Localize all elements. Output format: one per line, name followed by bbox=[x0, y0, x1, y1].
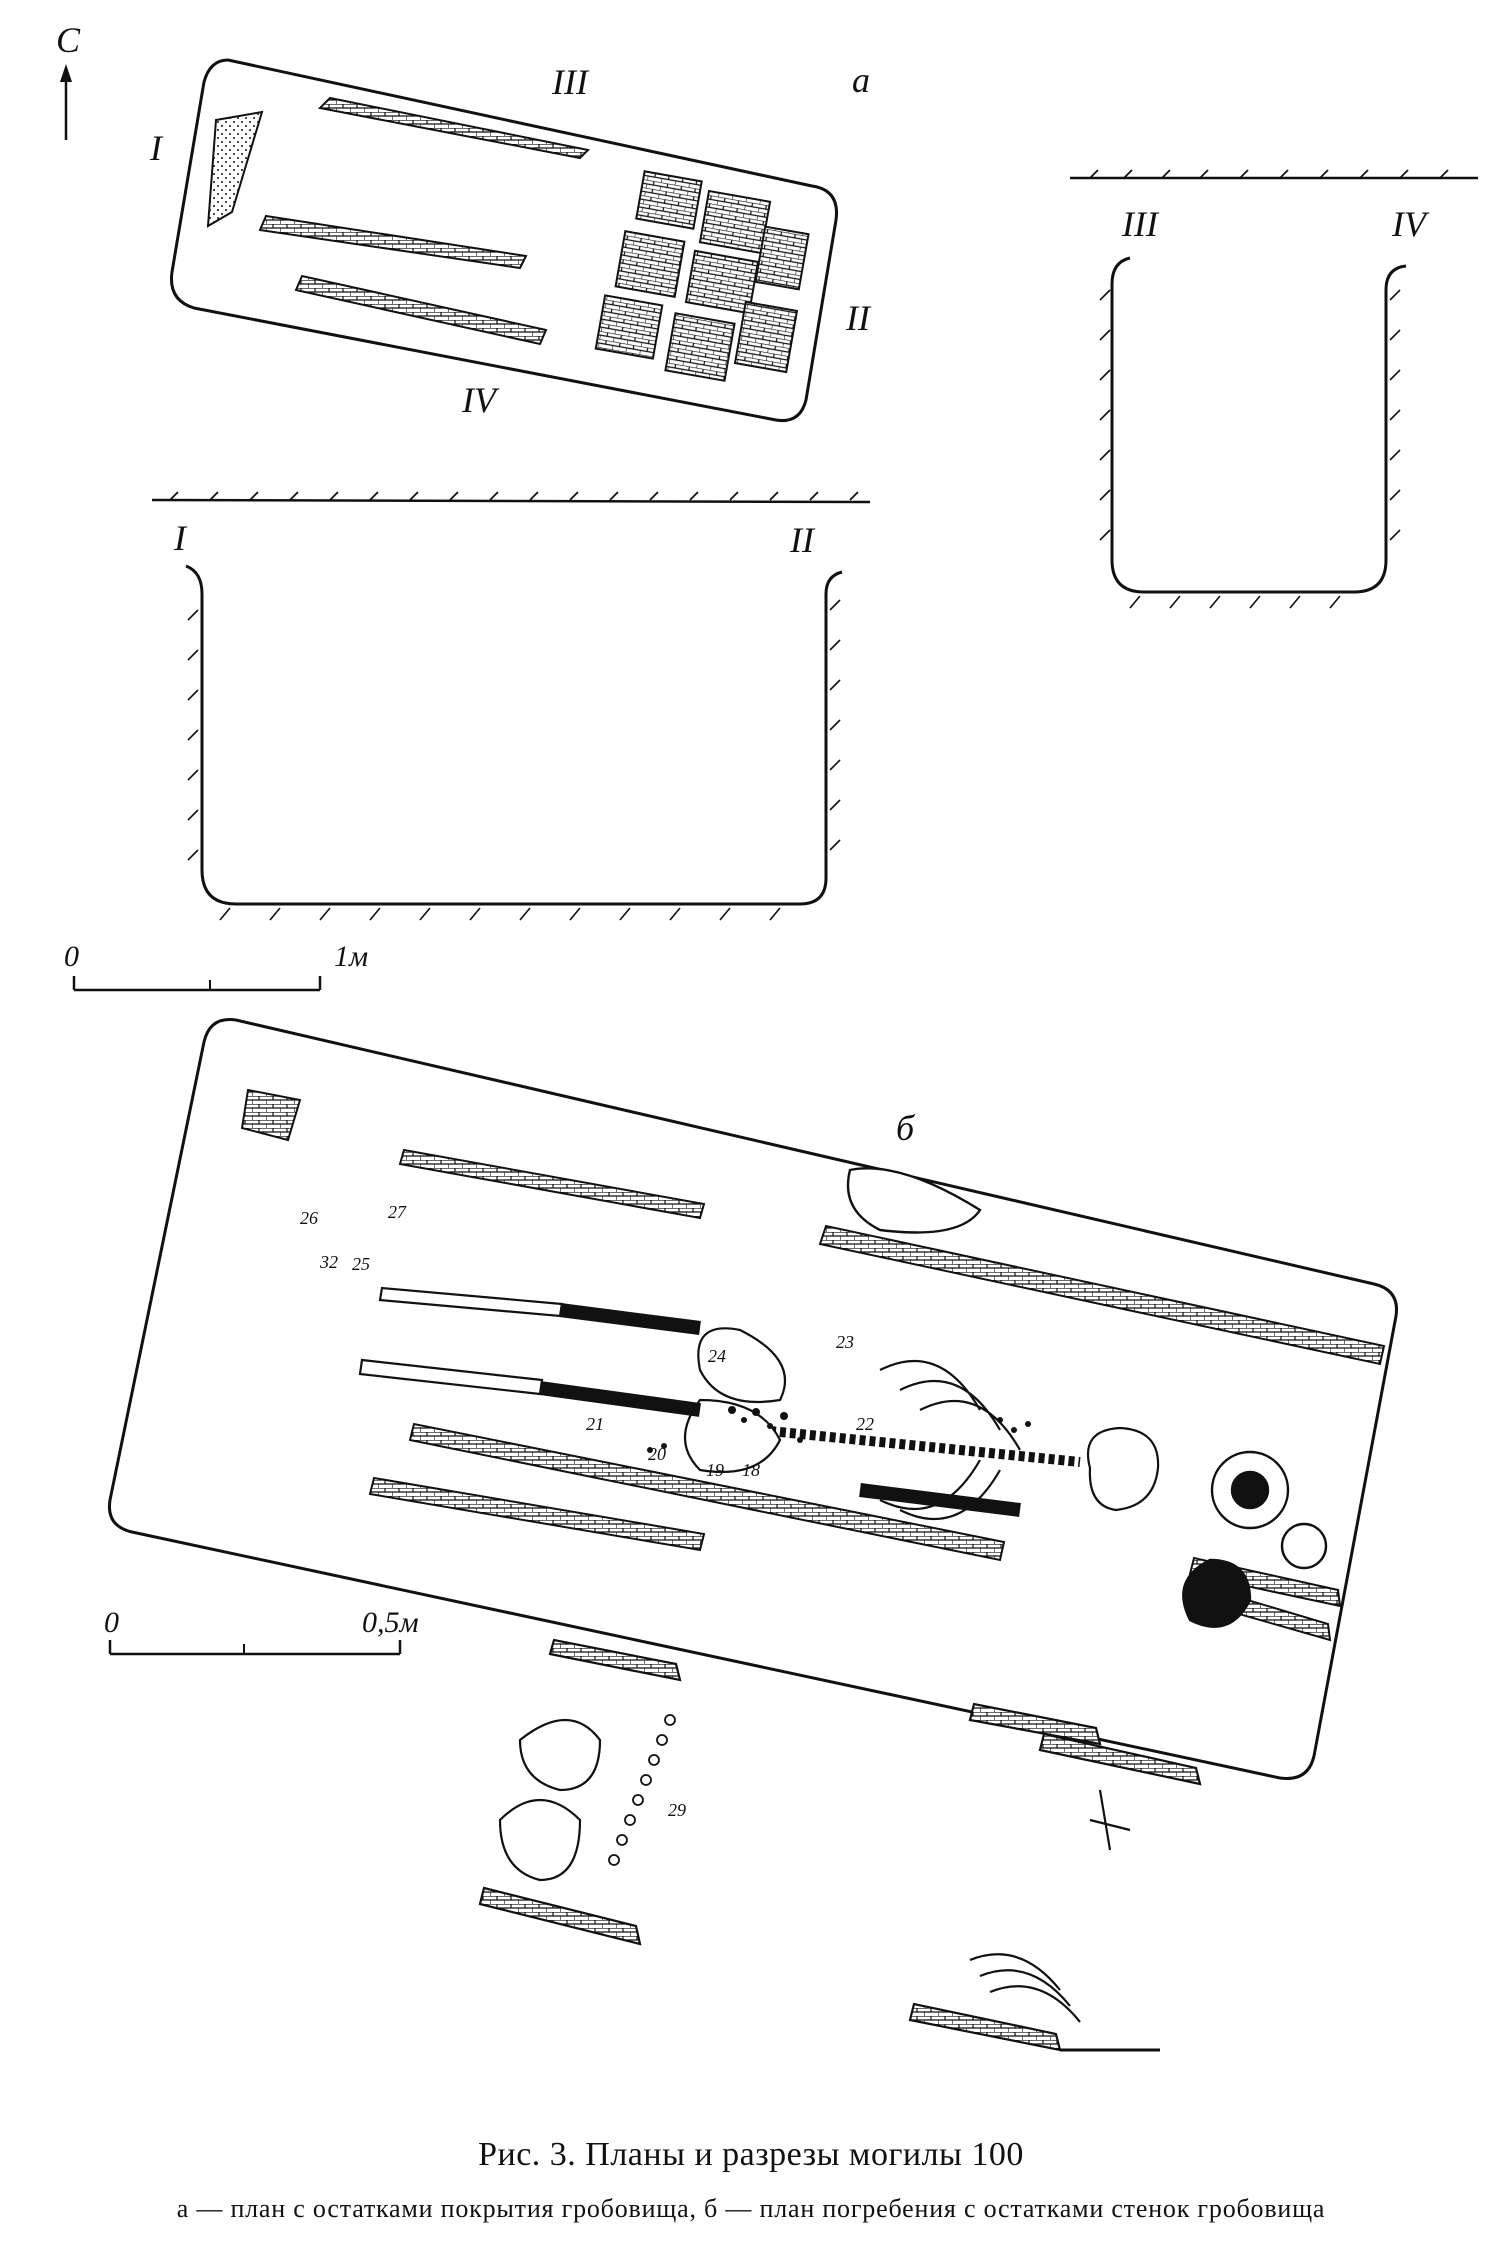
pit-profile-III-IV bbox=[1110, 256, 1407, 594]
pelvis-2 bbox=[683, 1398, 782, 1474]
cup bbox=[1280, 1522, 1328, 1570]
ribs bbox=[879, 1360, 1021, 1520]
left-femur bbox=[378, 1286, 564, 1318]
find-number-29: 29 bbox=[668, 1800, 686, 1820]
find-number: 24 bbox=[708, 1346, 726, 1366]
detail-board-4 bbox=[1038, 1732, 1202, 1786]
pelvis bbox=[697, 1327, 787, 1404]
find-number: 22 bbox=[856, 1414, 874, 1434]
scale1-start: 0 bbox=[64, 940, 79, 973]
detail-board-2 bbox=[478, 1886, 642, 1946]
skeleton bbox=[358, 1286, 1160, 1520]
plan-a-section-II: II bbox=[845, 298, 872, 338]
small-finds bbox=[647, 1406, 1031, 1453]
detail-vessel-2 bbox=[498, 1799, 582, 1882]
find-number: 18 bbox=[742, 1460, 760, 1480]
detail-board-1 bbox=[548, 1638, 682, 1682]
detail-vessel-1 bbox=[518, 1719, 602, 1792]
plan-a: I III II IV а bbox=[149, 58, 872, 423]
plan-a-outline bbox=[169, 58, 838, 423]
scale1-end: 1м bbox=[334, 940, 368, 973]
jug bbox=[1182, 1558, 1252, 1628]
plan-a-section-III: III bbox=[551, 62, 590, 102]
right-tibia bbox=[539, 1381, 701, 1417]
detail-board-3 bbox=[968, 1702, 1102, 1746]
plan-a-section-IV: IV bbox=[461, 380, 500, 420]
detail-board-5 bbox=[908, 2002, 1062, 2052]
bag bbox=[846, 1167, 982, 1234]
north-arrow: С bbox=[56, 20, 81, 140]
scale2-end: 0,5м bbox=[362, 1606, 419, 1639]
find-number: 27 bbox=[388, 1202, 407, 1222]
find-number: 20 bbox=[648, 1444, 666, 1464]
find-number: 26 bbox=[300, 1208, 318, 1228]
scale2-start: 0 bbox=[104, 1606, 119, 1639]
plan-b-letter: б bbox=[896, 1108, 916, 1148]
pit-profile-I-II bbox=[185, 564, 843, 906]
find-number: 25 bbox=[352, 1254, 370, 1274]
section-label-II: II bbox=[789, 520, 816, 560]
cover-boards bbox=[206, 96, 591, 346]
skull bbox=[1086, 1426, 1160, 1512]
find-number: 19 bbox=[706, 1460, 724, 1480]
section-label-I: I bbox=[173, 518, 188, 558]
arm-bone bbox=[859, 1483, 1021, 1517]
section-III-IV: III IV bbox=[1070, 169, 1478, 609]
plan-b: 27 26 25 32 24 23 22 18 19 21 20 б bbox=[107, 1017, 1399, 1781]
plan-a-section-I: I bbox=[149, 128, 164, 168]
section-I-II: I II bbox=[151, 491, 871, 921]
find-number: 32 bbox=[319, 1252, 338, 1272]
section-label-III: III bbox=[1121, 204, 1160, 244]
section-label-IV: IV bbox=[1391, 204, 1430, 244]
detail-tool bbox=[1089, 1789, 1131, 1851]
find-number: 23 bbox=[836, 1332, 854, 1352]
vessels bbox=[846, 1167, 1328, 1628]
left-tibia bbox=[559, 1303, 701, 1335]
plan-b-outline bbox=[107, 1017, 1399, 1781]
detail-finds: 29 bbox=[478, 1638, 1202, 2052]
north-label: С bbox=[56, 20, 81, 60]
ground-line-I-II bbox=[151, 498, 871, 504]
plan-a-letter: а bbox=[852, 60, 870, 100]
detail-bones bbox=[969, 1953, 1081, 2023]
find-numbers: 27 26 25 32 24 23 22 18 19 21 20 bbox=[300, 1202, 874, 1480]
brick-heap bbox=[594, 170, 810, 382]
scale-bar-0.5m: 0 0,5м bbox=[104, 1606, 419, 1656]
scale-bar-1m: 0 1м bbox=[64, 940, 368, 992]
figure-caption-legend: а — план с остатками покрытия гробовища,… bbox=[176, 2194, 1326, 2223]
figure-caption-title: Рис. 3. Планы и разрезы могилы 100 bbox=[478, 2136, 1024, 2173]
spine bbox=[759, 1425, 1081, 1467]
right-femur bbox=[358, 1358, 544, 1396]
find-number: 21 bbox=[586, 1414, 604, 1434]
